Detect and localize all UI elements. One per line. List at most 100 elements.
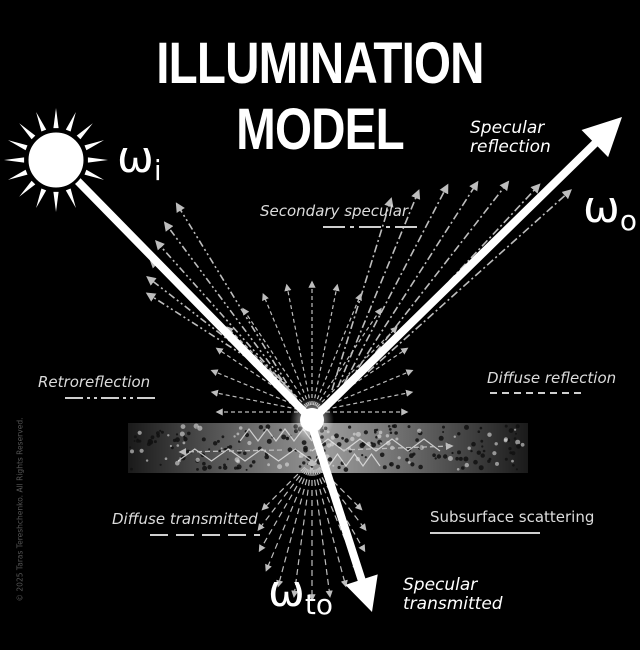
slab-particle	[281, 434, 287, 440]
slab-particle	[332, 464, 335, 467]
lateral-scatter-ray	[341, 442, 454, 451]
slab-particle	[379, 452, 385, 458]
slab-particle	[508, 447, 512, 451]
diffuse-transmitted-ray	[311, 459, 367, 532]
slab-particle	[327, 457, 333, 462]
slab-particle	[175, 433, 179, 436]
slab-particle	[515, 468, 519, 471]
slab-particle	[387, 425, 391, 428]
slab-particle	[264, 454, 270, 460]
slab-particle	[238, 426, 243, 430]
slab-particle	[202, 461, 206, 466]
slab-particle	[438, 435, 444, 441]
sun-ray	[87, 157, 108, 163]
label-subsurface-scattering: Subsurface scattering	[430, 508, 595, 526]
slab-particle	[492, 451, 497, 456]
secondary-specular-ray	[337, 189, 421, 388]
diffuse-transmitted-ray	[311, 459, 333, 598]
slab-particle	[512, 464, 515, 467]
slab-particle	[480, 453, 485, 458]
label-diffuse-transmitted: Diffuse transmitted	[112, 510, 258, 528]
slab-particle	[515, 432, 517, 435]
slab-particle	[511, 459, 514, 463]
slab-particle	[139, 448, 144, 453]
slab-particle	[470, 449, 473, 453]
slab-particle	[378, 430, 383, 435]
slab-particle	[137, 430, 142, 435]
arrow-icon	[345, 574, 378, 612]
slab-particle	[153, 440, 157, 444]
slab-particle	[455, 456, 459, 461]
sun-ray	[4, 157, 25, 163]
slab-particle	[361, 454, 364, 457]
slab-particle	[267, 463, 270, 467]
diffuse-transmitted-ray	[311, 459, 348, 588]
slab-particle	[467, 446, 471, 450]
diffuse-reflection-ray	[226, 326, 313, 413]
incident-beam	[56, 159, 316, 424]
slab-particle	[488, 457, 492, 461]
slab-particle	[395, 464, 401, 470]
slab-particle	[343, 467, 349, 472]
diffuse-reflection-ray	[311, 283, 340, 413]
slab-particle	[169, 444, 172, 448]
slab-particle	[442, 425, 445, 429]
diffuse-transmitted-ray	[257, 459, 313, 532]
sun-ray	[19, 123, 36, 140]
slab-particle	[359, 442, 365, 448]
slab-particle	[150, 435, 155, 440]
diffuse-transmitted-ray	[311, 459, 363, 511]
slab-particle	[463, 456, 469, 462]
slab-particle	[407, 425, 411, 429]
slab-particle	[156, 434, 160, 438]
label-diffuse-reflection: Diffuse reflection	[487, 369, 617, 387]
slab-particle	[405, 457, 409, 462]
slab-particle	[374, 431, 377, 434]
slab-particle	[379, 442, 383, 445]
slab-particle	[129, 446, 132, 449]
sun-ray	[65, 112, 76, 132]
slab-particle	[407, 461, 411, 464]
slab-particle	[220, 447, 223, 450]
slab-particle	[287, 447, 293, 453]
slab-particle	[481, 445, 484, 448]
slab-particle	[514, 428, 517, 431]
slab-particle	[133, 440, 136, 442]
diffuse-transmitted-ray	[276, 459, 313, 588]
slab-particle	[495, 461, 499, 466]
slab-particle	[223, 465, 228, 470]
slab-particle	[348, 425, 352, 429]
slab-particle	[236, 467, 239, 470]
slab-particle	[175, 437, 180, 443]
slab-particle	[298, 465, 302, 468]
diffuse-reflection-ray	[215, 347, 313, 413]
slab-particle	[233, 435, 236, 438]
slab-particle	[156, 431, 160, 435]
slab-particle	[442, 431, 445, 433]
sun-ray	[36, 112, 47, 132]
slab-particle	[187, 431, 191, 436]
scatter-rays	[145, 180, 572, 602]
slab-particle	[461, 466, 465, 470]
slab-particle	[164, 457, 168, 461]
diffuse-reflection-ray	[311, 326, 398, 413]
slab-particle	[245, 468, 248, 471]
slab-particle	[176, 444, 180, 447]
slab-particle	[180, 424, 186, 429]
slab-particle	[279, 428, 282, 432]
slab-particle	[277, 464, 283, 470]
label-secondary-specular: Secondary specular	[260, 202, 409, 220]
slab-particle	[415, 438, 419, 442]
slab-particle	[432, 453, 436, 458]
slab-particle	[397, 456, 401, 460]
slab-particle	[515, 424, 520, 429]
slab-particle	[508, 428, 514, 433]
slab-particle	[133, 435, 137, 439]
copyright-credit: © 2025 Taras Tereshchenko. All Rights Re…	[15, 417, 25, 602]
slab-particle	[511, 451, 516, 456]
impact-point	[300, 408, 324, 432]
slab-particle	[471, 441, 476, 447]
sun-ray	[84, 169, 104, 180]
slab-particle	[363, 430, 368, 435]
slab-particle	[334, 433, 339, 439]
